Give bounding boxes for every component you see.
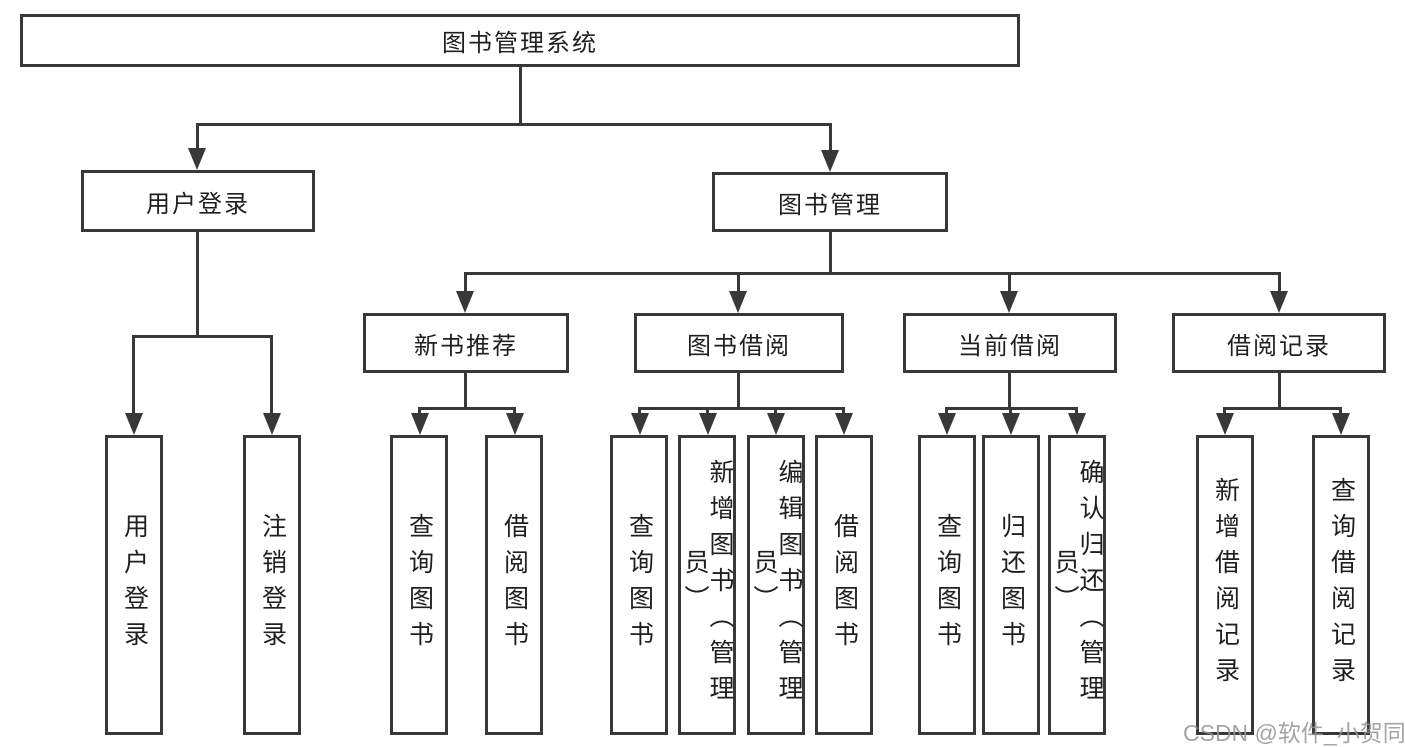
leaf-label: 查询图书 xyxy=(625,513,654,657)
connector-line xyxy=(829,232,832,275)
connector-line xyxy=(464,272,1281,275)
leaf-label: 编辑图书（管理员） xyxy=(750,459,803,711)
arrowhead-down-icon xyxy=(835,413,853,435)
connector-line xyxy=(1278,373,1281,410)
leaf-confirm-return-admin: 确认归还（管理员） xyxy=(1048,435,1106,735)
connector-line xyxy=(132,335,273,338)
arrowhead-down-icon xyxy=(699,413,717,435)
node-book-borrowing: 图书借阅 xyxy=(634,313,844,373)
arrowhead-down-icon xyxy=(821,150,839,172)
leaf-add-books-admin: 新增图书（管理员） xyxy=(678,435,736,735)
leaf-query-books-borrowing: 查询图书 xyxy=(610,435,668,735)
leaf-borrow-books-recommend: 借阅图书 xyxy=(485,435,543,735)
leaf-label: 归还图书 xyxy=(997,513,1026,657)
arrowhead-down-icon xyxy=(456,291,474,313)
connector-line xyxy=(829,123,832,153)
arrowhead-down-icon xyxy=(1332,413,1350,435)
leaf-borrow-books: 借阅图书 xyxy=(815,435,873,735)
leaf-label: 确认归还（管理员） xyxy=(1051,459,1104,711)
arrowhead-down-icon xyxy=(1270,291,1288,313)
connector-line xyxy=(519,65,522,125)
leaf-query-borrow-record: 查询借阅记录 xyxy=(1312,435,1370,735)
node-book-management-label: 图书管理 xyxy=(778,191,882,219)
connector-line xyxy=(1008,272,1011,292)
connector-line xyxy=(196,123,199,151)
leaf-edit-books-admin: 编辑图书（管理员） xyxy=(747,435,805,735)
connector-line xyxy=(196,232,199,338)
csdn-watermark: CSDN @软件_小贺同学 xyxy=(1183,720,1405,746)
node-current-borrowing: 当前借阅 xyxy=(903,313,1117,373)
arrowhead-down-icon xyxy=(631,413,649,435)
leaf-return-books: 归还图书 xyxy=(982,435,1040,735)
leaf-logout: 注销登录 xyxy=(243,435,301,735)
connector-line xyxy=(270,335,273,417)
node-book-borrowing-label: 图书借阅 xyxy=(687,332,791,360)
connector-line xyxy=(1223,407,1342,410)
leaf-query-books-current: 查询图书 xyxy=(918,435,976,735)
arrowhead-down-icon xyxy=(729,291,747,313)
node-user-login-label: 用户登录 xyxy=(146,190,250,218)
arrowhead-down-icon xyxy=(411,413,429,435)
arrowhead-down-icon xyxy=(506,413,524,435)
leaf-label: 借阅图书 xyxy=(500,513,529,657)
arrowhead-down-icon xyxy=(263,413,281,435)
connector-line xyxy=(737,272,740,292)
node-root: 图书管理系统 xyxy=(20,14,1020,67)
node-user-login: 用户登录 xyxy=(81,170,315,232)
arrowhead-down-icon xyxy=(938,413,956,435)
arrowhead-down-icon xyxy=(188,148,206,170)
connector-line xyxy=(132,335,135,417)
node-new-book-recommend: 新书推荐 xyxy=(363,313,569,373)
leaf-label: 注销登录 xyxy=(258,513,287,657)
node-root-label: 图书管理系统 xyxy=(442,30,598,57)
arrowhead-down-icon xyxy=(125,413,143,435)
arrowhead-down-icon xyxy=(1068,413,1086,435)
connector-line xyxy=(464,373,467,410)
arrowhead-down-icon xyxy=(1216,413,1234,435)
leaf-add-borrow-record: 新增借阅记录 xyxy=(1196,435,1254,735)
connector-line xyxy=(196,123,832,126)
leaf-label: 用户登录 xyxy=(120,513,149,657)
leaf-label: 查询图书 xyxy=(405,513,434,657)
node-new-book-recommend-label: 新书推荐 xyxy=(414,332,518,360)
arrowhead-down-icon xyxy=(767,413,785,435)
leaf-label: 查询图书 xyxy=(933,513,962,657)
leaf-label: 借阅图书 xyxy=(830,513,859,657)
node-borrow-records-label: 借阅记录 xyxy=(1227,332,1331,360)
leaf-user-login: 用户登录 xyxy=(105,435,163,735)
leaf-label: 新增图书（管理员） xyxy=(681,459,734,711)
leaf-label: 新增借阅记录 xyxy=(1211,477,1240,693)
leaf-label: 查询借阅记录 xyxy=(1327,477,1356,693)
arrowhead-down-icon xyxy=(1002,413,1020,435)
node-current-borrowing-label: 当前借阅 xyxy=(958,332,1062,360)
connector-line xyxy=(418,407,516,410)
connector-line xyxy=(638,407,845,410)
node-borrow-records: 借阅记录 xyxy=(1172,313,1386,373)
leaf-query-books-recommend: 查询图书 xyxy=(390,435,448,735)
arrowhead-down-icon xyxy=(1000,291,1018,313)
connector-line xyxy=(464,272,467,292)
node-book-management: 图书管理 xyxy=(712,172,948,232)
connector-line xyxy=(1278,272,1281,292)
connector-line xyxy=(737,373,740,410)
connector-line xyxy=(1008,373,1011,410)
